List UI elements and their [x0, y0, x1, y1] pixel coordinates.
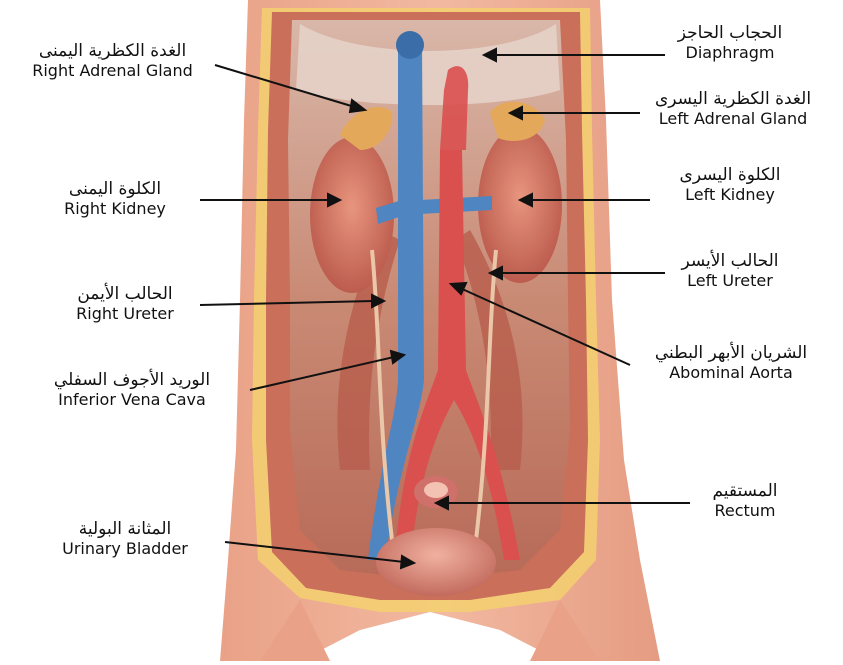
label-right-ureter: الحالب الأيمن Right Ureter [55, 285, 195, 323]
label-right-kidney: الكلوة اليمنى Right Kidney [40, 180, 190, 218]
label-diaphragm-en: Diaphragm [655, 44, 805, 62]
label-right-ureter-ar: الحالب الأيمن [55, 285, 195, 305]
label-diaphragm: الحجاب الحاجز Diaphragm [655, 24, 805, 62]
label-ivc-ar: الوريد الأجوف السفلي [22, 371, 242, 391]
label-aorta-ar: الشريان الأبهر البطني [626, 344, 836, 364]
label-left-ureter-ar: الحالب الأيسر [660, 252, 800, 272]
label-left-adrenal-ar: الغدة الكظرية اليسرى [628, 90, 838, 110]
ivc-opening [396, 31, 424, 59]
label-diaphragm-ar: الحجاب الحاجز [655, 24, 805, 44]
label-bladder: المثانة البولية Urinary Bladder [30, 520, 220, 558]
rectum-lumen [424, 482, 448, 498]
label-bladder-en: Urinary Bladder [30, 540, 220, 558]
label-right-ureter-en: Right Ureter [55, 305, 195, 323]
label-left-kidney: الكلوة اليسرى Left Kidney [655, 166, 805, 204]
label-rectum-ar: المستقيم [680, 482, 810, 502]
label-left-adrenal: الغدة الكظرية اليسرى Left Adrenal Gland [628, 90, 838, 128]
label-rectum: المستقيم Rectum [680, 482, 810, 520]
label-ivc: الوريد الأجوف السفلي Inferior Vena Cava [22, 371, 242, 409]
label-left-kidney-ar: الكلوة اليسرى [655, 166, 805, 186]
label-right-adrenal-ar: الغدة الكظرية اليمنى [10, 42, 215, 62]
label-left-ureter-en: Left Ureter [660, 272, 800, 290]
label-right-kidney-en: Right Kidney [40, 200, 190, 218]
label-rectum-en: Rectum [680, 502, 810, 520]
label-left-adrenal-en: Left Adrenal Gland [628, 110, 838, 128]
label-aorta-en: Abominal Aorta [626, 364, 836, 382]
label-left-kidney-en: Left Kidney [655, 186, 805, 204]
label-left-ureter: الحالب الأيسر Left Ureter [660, 252, 800, 290]
label-right-adrenal-en: Right Adrenal Gland [10, 62, 215, 80]
label-right-kidney-ar: الكلوة اليمنى [40, 180, 190, 200]
urinary-bladder [376, 528, 496, 596]
label-right-adrenal: الغدة الكظرية اليمنى Right Adrenal Gland [10, 42, 215, 80]
label-ivc-en: Inferior Vena Cava [22, 391, 242, 409]
label-bladder-ar: المثانة البولية [30, 520, 220, 540]
label-aorta: الشريان الأبهر البطني Abominal Aorta [626, 344, 836, 382]
